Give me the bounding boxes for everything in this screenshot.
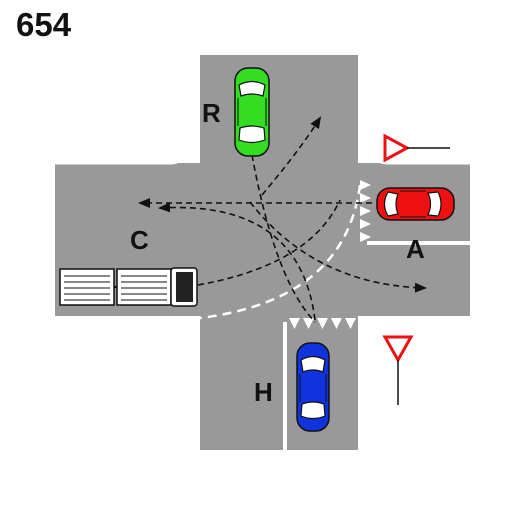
blue-car-icon bbox=[296, 342, 330, 432]
curb-top-left bbox=[55, 55, 187, 165]
yield-sign-icon bbox=[382, 335, 414, 405]
label-r: R bbox=[202, 98, 221, 128]
path-h-left bbox=[158, 202, 316, 321]
path-h-exit-top bbox=[261, 116, 322, 196]
tooth bbox=[360, 206, 371, 216]
travel-paths bbox=[138, 116, 427, 323]
tooth bbox=[360, 193, 371, 203]
path-r-straight bbox=[251, 154, 316, 323]
give-way-teeth bbox=[289, 180, 371, 329]
curb-bottom-left bbox=[55, 328, 187, 450]
red-car-icon bbox=[376, 187, 455, 221]
tooth bbox=[331, 318, 342, 329]
problem-number: 654 bbox=[16, 6, 72, 43]
tooth bbox=[303, 318, 314, 329]
yield-sign-icon bbox=[383, 133, 450, 163]
label-h: H bbox=[254, 377, 273, 407]
label-c: C bbox=[130, 225, 149, 255]
curbs bbox=[55, 55, 470, 450]
path-c-left bbox=[197, 199, 341, 286]
tooth bbox=[317, 318, 328, 329]
lane-markings bbox=[199, 184, 470, 450]
road bbox=[55, 55, 470, 450]
green-car-icon bbox=[234, 67, 270, 157]
curb-bottom-right bbox=[371, 328, 470, 450]
tooth bbox=[345, 318, 356, 329]
truck-icon bbox=[59, 267, 198, 307]
tooth bbox=[360, 180, 371, 190]
path-r-left bbox=[249, 201, 427, 293]
tooth bbox=[289, 318, 300, 329]
label-a: A bbox=[406, 234, 425, 264]
curb-top-right bbox=[371, 55, 470, 165]
tooth bbox=[360, 219, 371, 229]
tooth bbox=[360, 232, 371, 242]
